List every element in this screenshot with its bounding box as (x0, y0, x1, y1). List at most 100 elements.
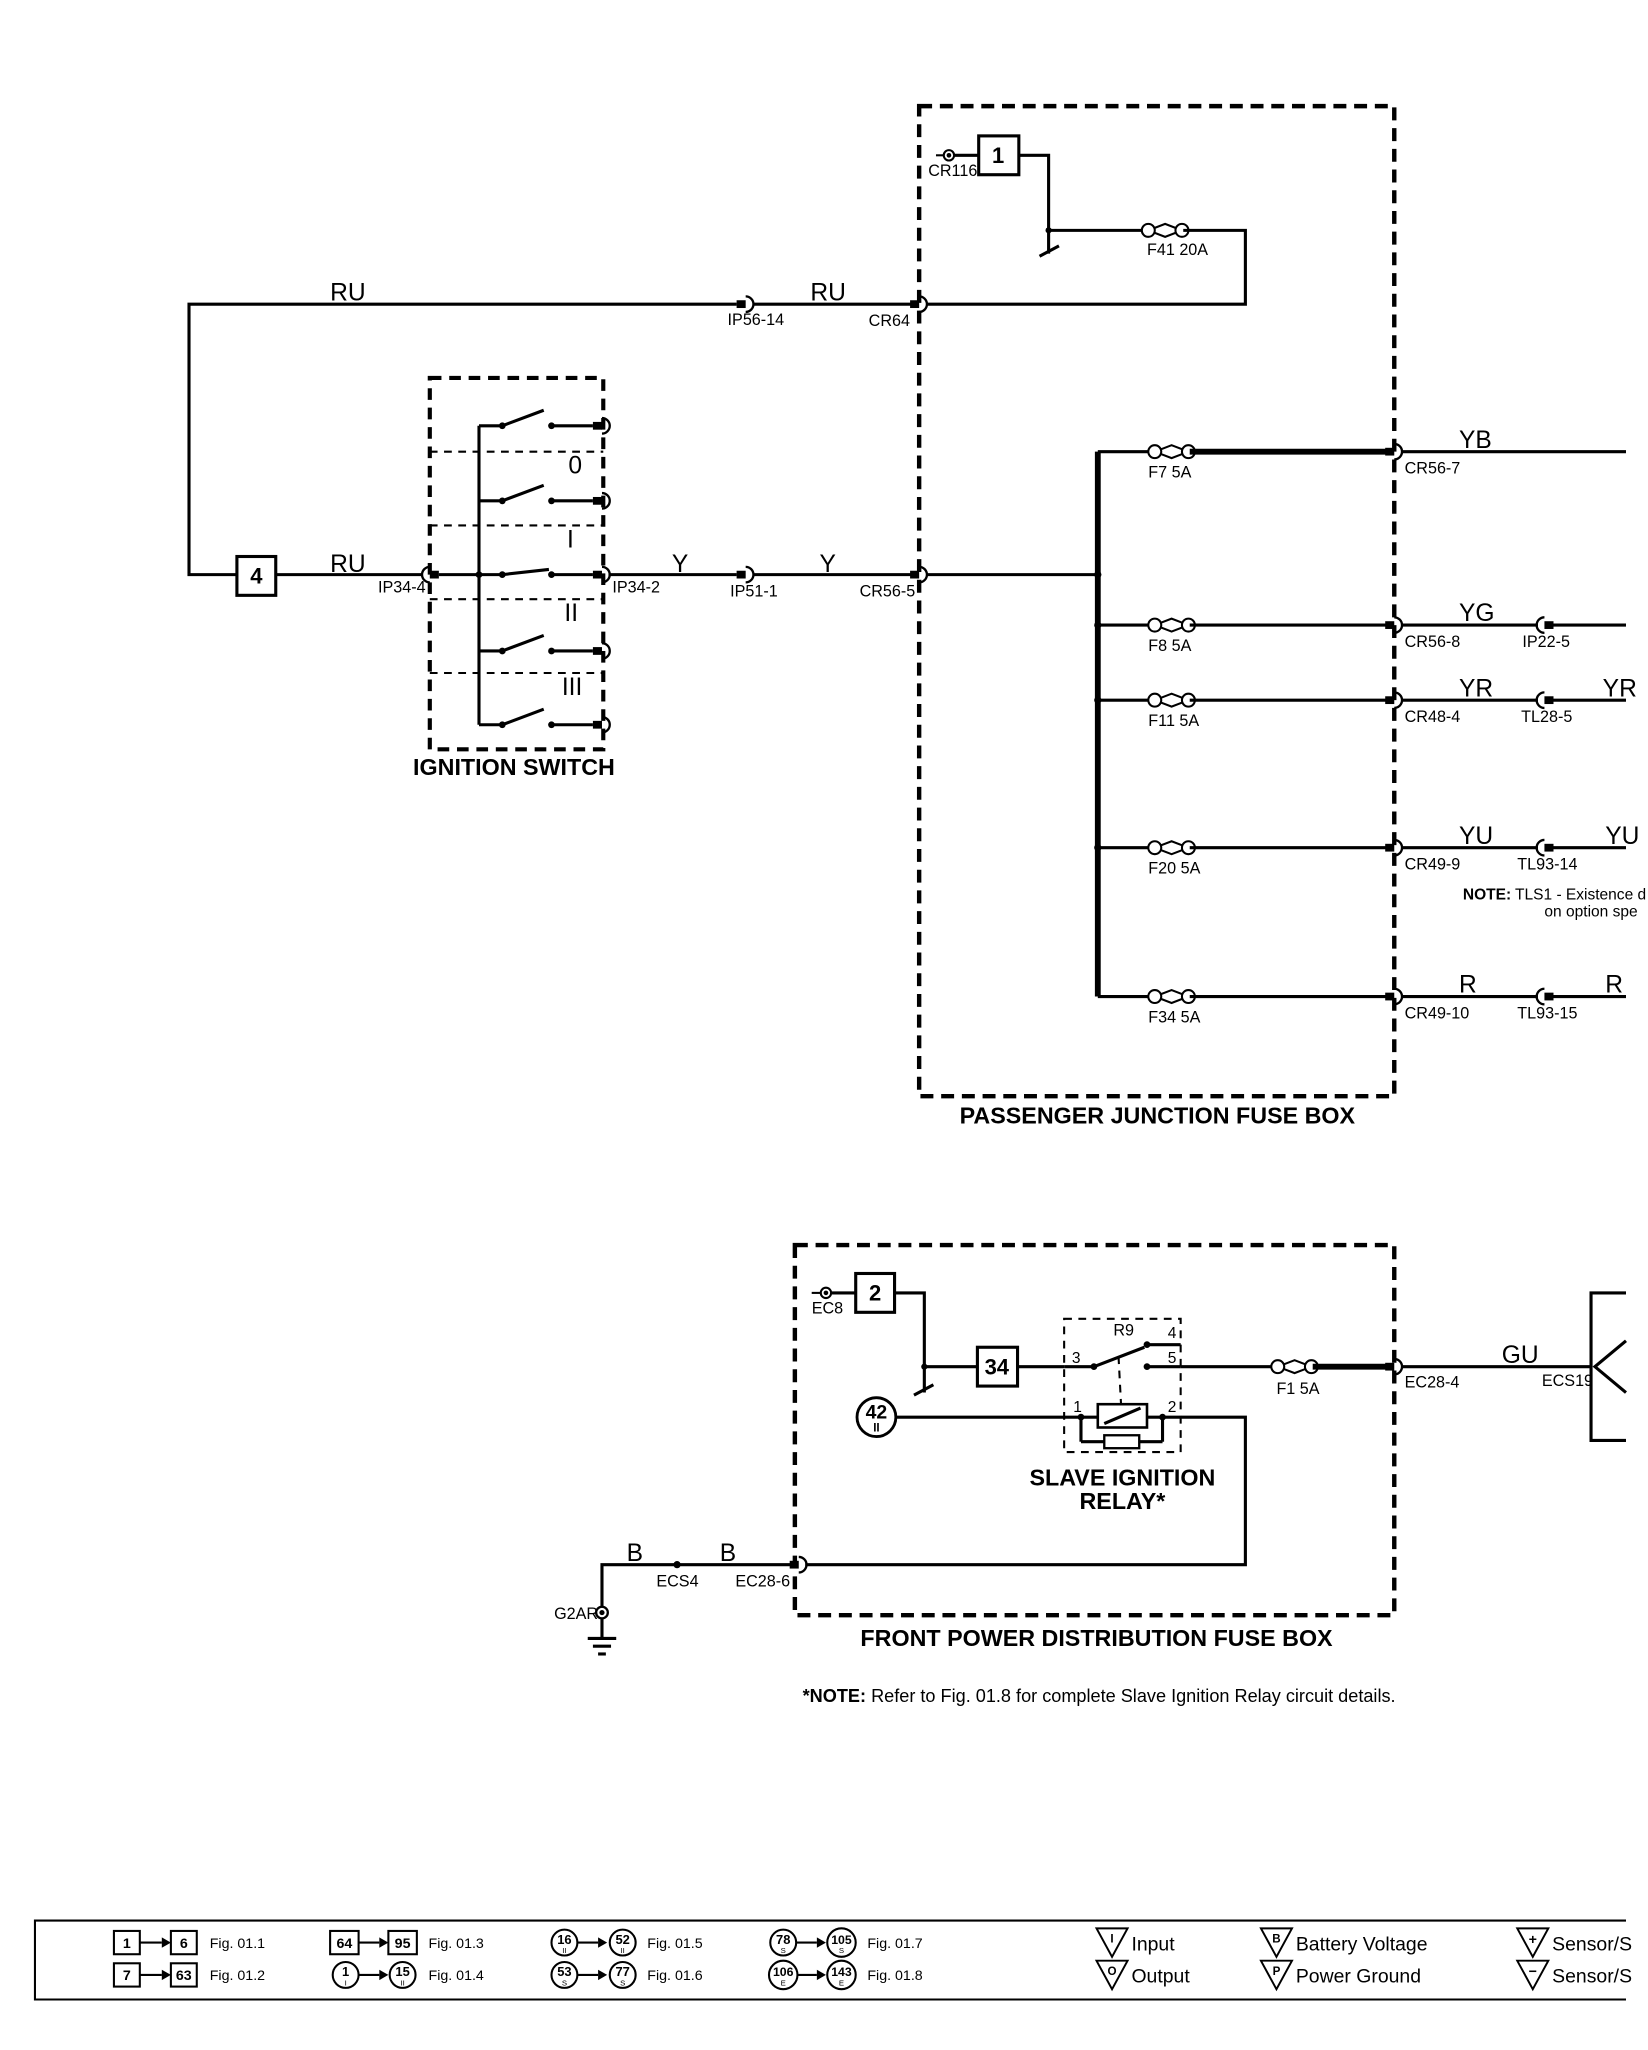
slave-ignition-relay: R9 3 4 5 1 2 (1063, 1317, 1182, 1454)
legend-input: I Input (1094, 1927, 1175, 1959)
switch-contact-row-3 (478, 633, 611, 660)
note-tls1-line1: NOTE:TLS1 - Existence d (1463, 886, 1646, 903)
svg-text:1: 1 (342, 1964, 349, 1979)
ip56-14-connector (735, 295, 755, 314)
svg-text:II: II (562, 1946, 566, 1955)
fuse-row-f11: F11 5A (1094, 692, 1387, 730)
fuse-f34-label: F34 5A (1148, 1008, 1200, 1026)
ignition-switch-title: IGNITION SWITCH (413, 754, 615, 780)
ref-circle-42-sub: II (873, 1421, 879, 1434)
svg-text:1: 1 (123, 1936, 131, 1952)
fuse-f41-label: F41 20A (1147, 241, 1208, 259)
svg-text:Input: Input (1131, 1933, 1175, 1955)
ip56-14-label: IP56-14 (728, 311, 785, 329)
ip51-1-connector (735, 565, 755, 584)
relay-pin-3: 3 (1072, 1350, 1081, 1367)
svg-text:143: 143 (831, 1965, 852, 1979)
passenger-fuse-box-title: PASSENGER JUNCTION FUSE BOX (960, 1102, 1356, 1128)
wire-yg-label: YG (1459, 600, 1495, 627)
legend-circle-5: 106 E 143 E Fig. 01.8 (767, 1959, 923, 1991)
svg-text:S: S (562, 1978, 567, 1987)
fuse-f7-label: F7 5A (1148, 464, 1191, 482)
note-tls1-line2: on option spe (1544, 903, 1637, 920)
legend: 1 6 Fig. 01.1 7 63 Fig. 01.2 64 95 Fig. … (33, 1919, 1632, 2001)
fuse-f20 (1147, 840, 1196, 856)
wire-yr-label: YR (1459, 675, 1493, 702)
fuse-f41 (1140, 222, 1190, 238)
wire-ru-label-3: RU (330, 551, 366, 578)
switch-pos-2: II (564, 600, 578, 627)
svg-text:S: S (781, 1946, 786, 1955)
svg-text:106: 106 (773, 1965, 794, 1979)
tl93-14-label: TL93-14 (1517, 856, 1577, 874)
ip22-5-label: IP22-5 (1522, 633, 1570, 651)
legend-circle-3: 53 S 77 S Fig. 01.6 (550, 1960, 703, 1989)
svg-text:6: 6 (180, 1936, 188, 1952)
ip34-4-label: IP34-4 (378, 579, 426, 597)
ref-box-1 (977, 134, 1021, 177)
ec8-label: EC8 (812, 1300, 843, 1318)
cr116-label: CR116 (928, 162, 977, 180)
svg-text:16: 16 (557, 1932, 571, 1947)
wire-y-label-2: Y (819, 551, 835, 578)
legend-power-ground: P Power Ground (1259, 1959, 1421, 1992)
ecs4-label: ECS4 (656, 1573, 698, 1591)
switch-contact-row-4 (478, 707, 611, 734)
svg-text:Fig. 01.8: Fig. 01.8 (867, 1968, 922, 1984)
wire-ru-label-2: RU (810, 279, 846, 306)
ref-box-1-label: 1 (992, 143, 1004, 168)
legend-output: O Output (1094, 1959, 1190, 1992)
cr56-7-label: CR56-7 (1405, 460, 1461, 478)
wire-yb-label: YB (1459, 427, 1492, 454)
cr49-9-label: CR49-9 (1405, 856, 1461, 874)
legend-square-1: 1 6 Fig. 01.1 (112, 1929, 265, 1956)
ref-box-4-label: 4 (250, 564, 263, 589)
wire-yu-cont-label: YU (1605, 823, 1639, 850)
fuse-row-f34: F34 5A (1097, 989, 1387, 1026)
ec28-6-label: EC28-6 (735, 1573, 790, 1591)
ground-wire-b (600, 1563, 791, 1607)
output-symbol-icon (1094, 1959, 1130, 1992)
svg-text:B: B (1272, 1933, 1280, 1946)
svg-text:E: E (781, 1978, 786, 1987)
sensor-minus-icon (1515, 1959, 1550, 1992)
front-fuse-box-title: FRONT POWER DISTRIBUTION FUSE BOX (860, 1625, 1333, 1651)
ref-box-2 (854, 1271, 897, 1314)
legend-sensor-minus: − Sensor/S (1515, 1959, 1632, 1992)
svg-text:Fig. 01.3: Fig. 01.3 (429, 1936, 484, 1952)
ip22-5-connector (1535, 616, 1555, 635)
fuse-row-f8: F8 5A (1094, 617, 1387, 655)
svg-text:Battery Voltage: Battery Voltage (1296, 1933, 1428, 1955)
legend-circle-4: 78 S 105 S Fig. 01.7 (769, 1927, 923, 1958)
relay-ground-wire (805, 1415, 1247, 1567)
legend-square-2: 7 63 Fig. 01.2 (112, 1962, 265, 1988)
legend-circle-2: 16 II 52 II Fig. 01.5 (550, 1928, 703, 1957)
ground-circuit: B B ECS4 G2AR (554, 1540, 791, 1656)
fuse-f34 (1147, 989, 1196, 1005)
svg-text:7: 7 (123, 1968, 131, 1984)
wire-r-label: R (1459, 972, 1477, 999)
svg-text:Fig. 01.7: Fig. 01.7 (867, 1936, 922, 1952)
relay-title-2: RELAY* (1079, 1488, 1166, 1514)
fuse-f1 (1270, 1359, 1319, 1375)
svg-text:78: 78 (776, 1932, 790, 1947)
front-power-distribution-fuse-box: EC8 2 34 R9 3 4 5 1 2 (735, 1242, 1627, 1651)
ignition-switch-border (427, 375, 606, 752)
svg-text:53: 53 (557, 1964, 571, 1979)
ip51-1-label: IP51-1 (730, 583, 778, 601)
svg-text:I: I (345, 1978, 347, 1987)
svg-text:S: S (839, 1946, 844, 1955)
switch-pos-1: I (567, 526, 574, 553)
tl93-14-connector (1535, 838, 1555, 857)
tl93-15-label: TL93-15 (1517, 1005, 1577, 1023)
cr49-10-label: CR49-10 (1405, 1005, 1470, 1023)
switch-contact-row-1 (478, 483, 611, 510)
tl93-15-connector (1535, 987, 1555, 1006)
fuse-row-f20: F20 5A (1094, 840, 1387, 878)
svg-text:Fig. 01.4: Fig. 01.4 (429, 1968, 484, 1984)
g2ar-label: G2AR (554, 1605, 598, 1623)
svg-text:Power Ground: Power Ground (1296, 1966, 1421, 1988)
legend-circle-1: 1 I 15 II Fig. 01.4 (331, 1960, 484, 1989)
ecs4-splice (673, 1561, 681, 1569)
svg-text:+: + (1529, 1932, 1537, 1948)
